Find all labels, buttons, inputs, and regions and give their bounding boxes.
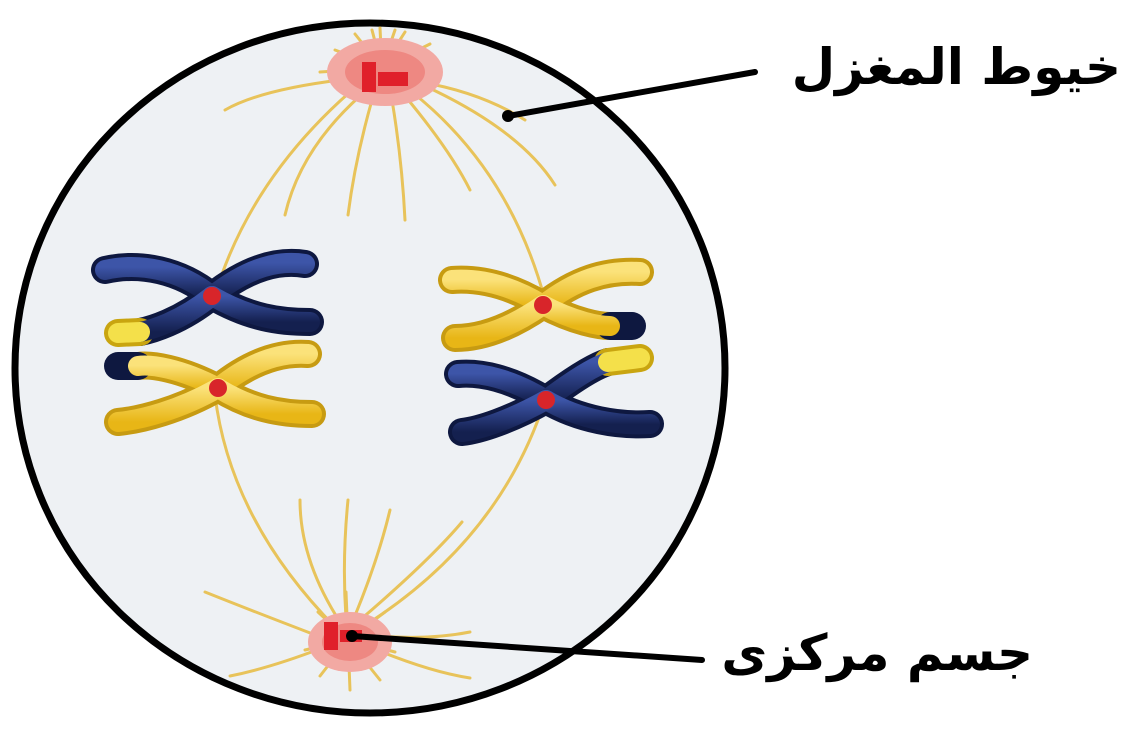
spindle-fibers-label: خيوط المغزل [792, 38, 1121, 96]
centrosome-top [327, 38, 443, 106]
centrosome-bottom [308, 612, 392, 672]
centrosome-label: جسم مركزى [721, 624, 1033, 682]
